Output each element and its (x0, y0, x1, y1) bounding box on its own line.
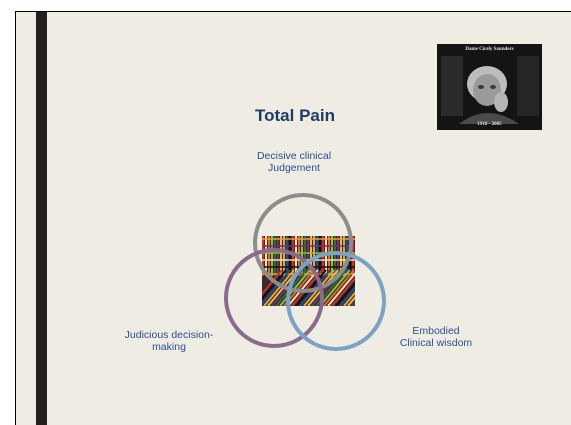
side-bar (36, 12, 47, 425)
venn-diagram (224, 193, 386, 351)
venn-label-right: Embodied Clinical wisdom (381, 325, 491, 349)
venn-label-top-text: Decisive clinical Judgement (256, 150, 332, 174)
portrait-photo: Dame Cicely Saunders 1918 - 2005 (437, 44, 542, 130)
portrait-caption-years: 1918 - 2005 (477, 122, 502, 127)
slide: Total Pain Dame Cicely Saunders 1918 - 2… (15, 11, 571, 425)
venn-circle-left (224, 248, 324, 348)
textile-image (262, 236, 355, 306)
venn-circle-right (286, 251, 386, 351)
venn-label-left-text: Judicious decision- making (124, 329, 214, 353)
portrait-caption-name: Dame Cicely Saunders (465, 47, 514, 52)
slide-title: Total Pain (255, 106, 335, 125)
venn-label-left: Judicious decision- making (104, 329, 234, 353)
venn-circle-top (253, 193, 353, 293)
venn-label-right-text: Embodied Clinical wisdom (399, 325, 473, 349)
venn-label-top: Decisive clinical Judgement (234, 150, 354, 174)
portrait-image (437, 44, 542, 130)
